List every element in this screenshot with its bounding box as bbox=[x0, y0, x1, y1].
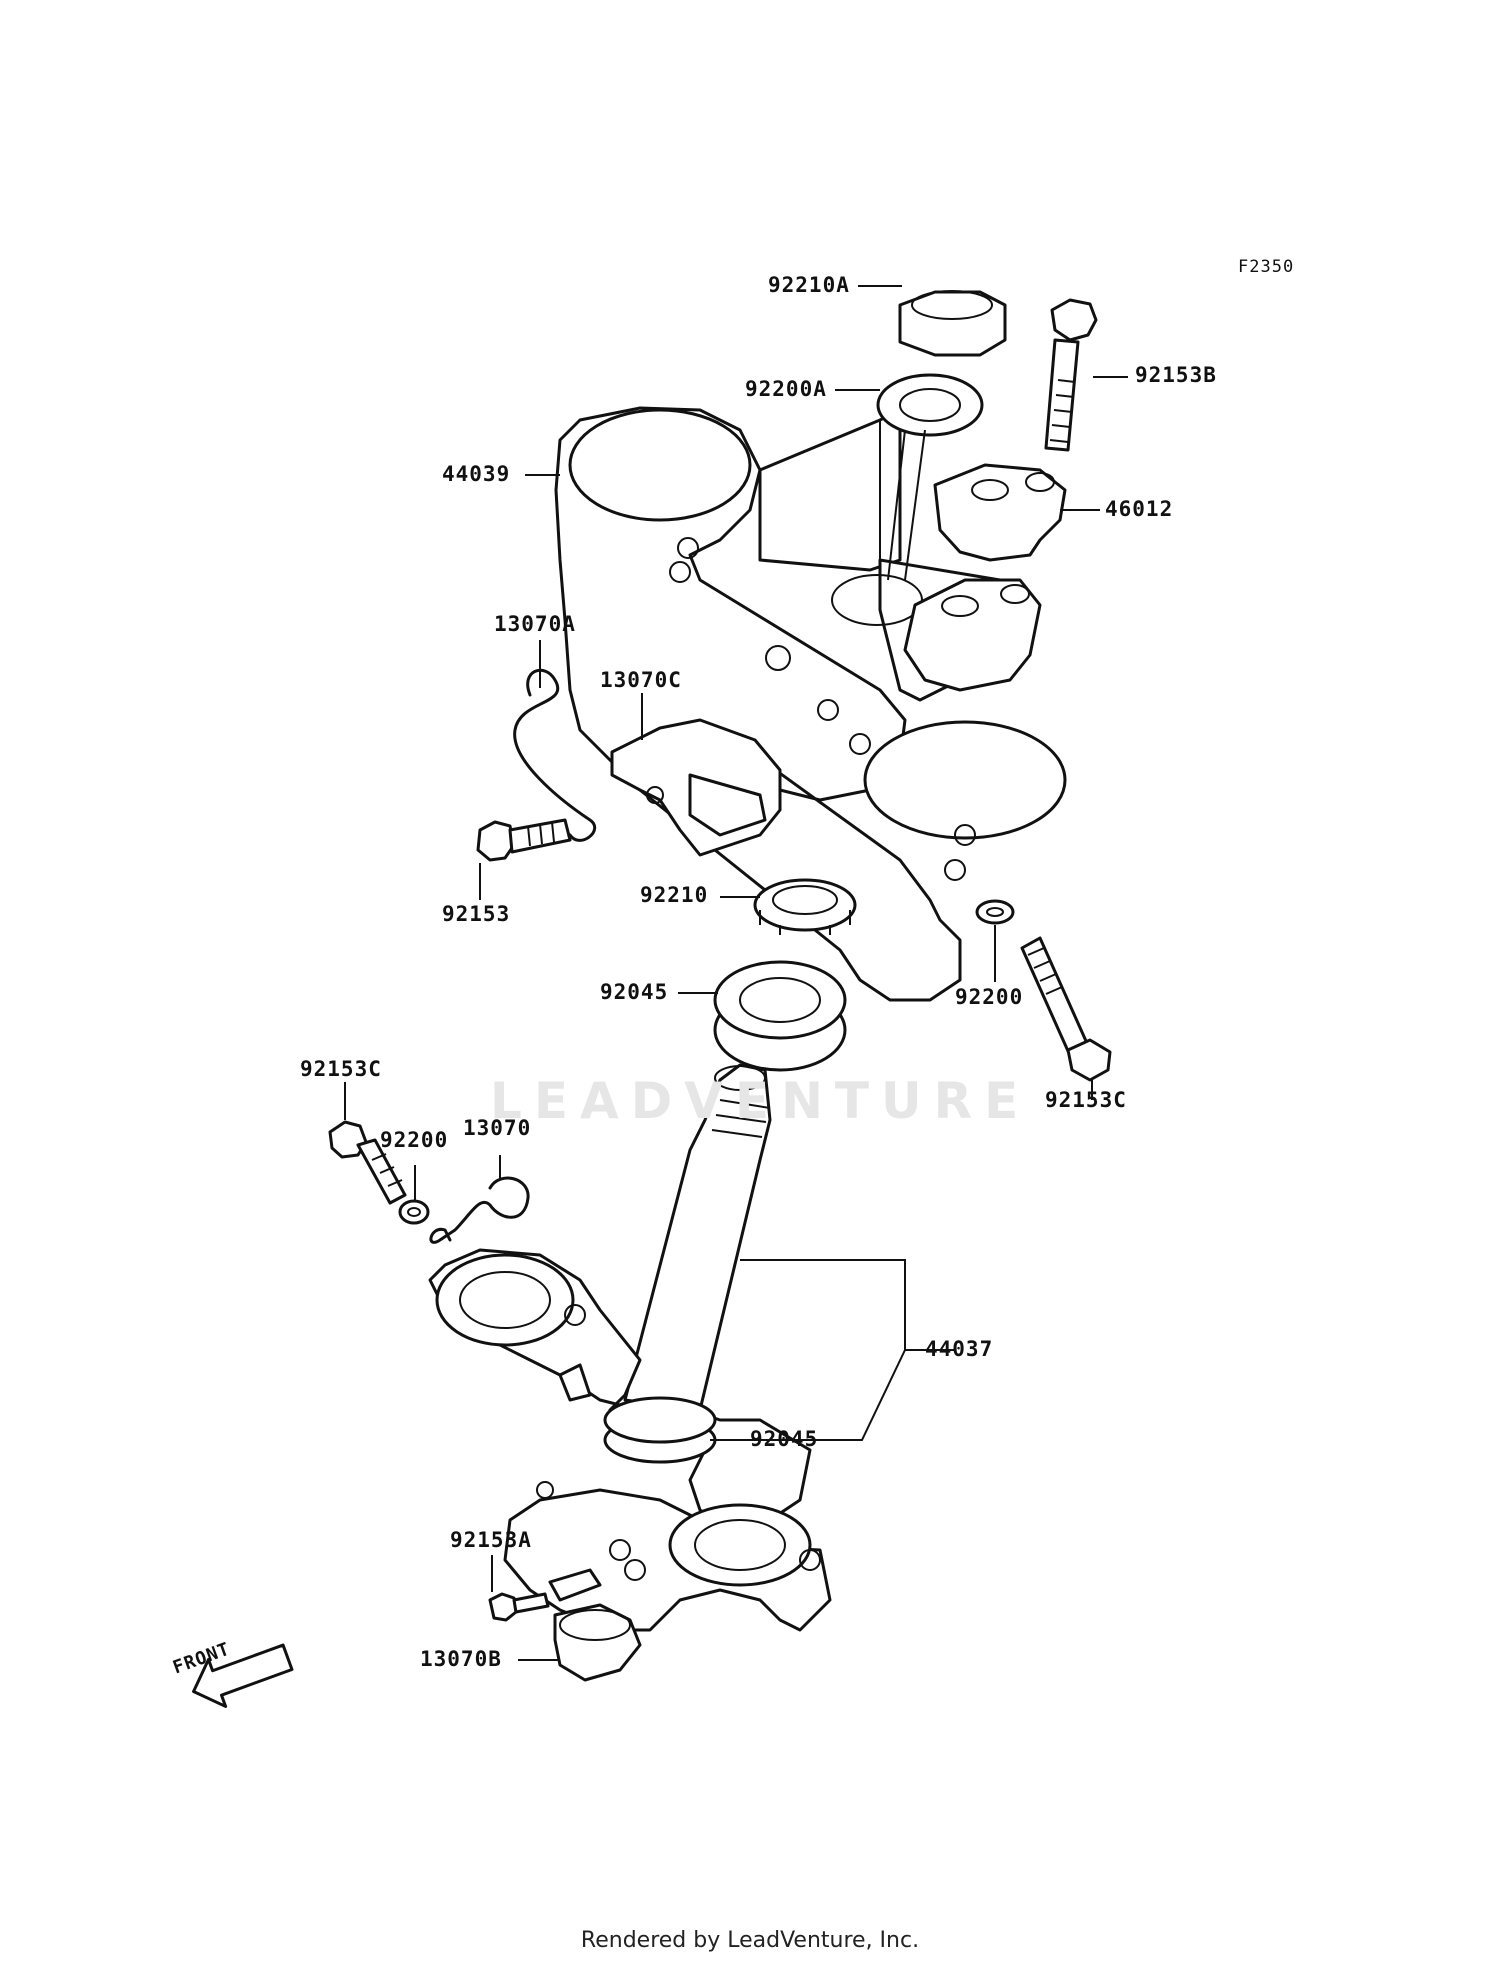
washer-92200A[interactable] bbox=[876, 373, 984, 581]
footer-credit: Rendered by LeadVenture, Inc. bbox=[580, 1928, 920, 1953]
label-92200-left[interactable]: 92200 bbox=[380, 1128, 449, 1152]
watermark: LEADVENTURE bbox=[490, 1072, 1031, 1130]
label-92153[interactable]: 92153 bbox=[442, 902, 511, 926]
label-44039[interactable]: 44039 bbox=[442, 462, 511, 486]
label-92153C-right[interactable]: 92153C bbox=[1045, 1088, 1127, 1112]
label-92153C-left[interactable]: 92153C bbox=[300, 1057, 382, 1081]
label-92153B[interactable]: 92153B bbox=[1135, 363, 1217, 387]
label-92200A[interactable]: 92200A bbox=[745, 377, 827, 401]
label-46012[interactable]: 46012 bbox=[1105, 497, 1174, 521]
label-13070[interactable]: 13070 bbox=[463, 1116, 532, 1140]
front-direction-arrow bbox=[192, 1643, 294, 1708]
bolt-92153C-left[interactable] bbox=[328, 1120, 407, 1205]
figure-code: F2350 bbox=[1238, 257, 1295, 277]
label-92210A[interactable]: 92210A bbox=[768, 273, 850, 297]
clip-13070B[interactable] bbox=[553, 1603, 642, 1682]
steering-stem-nut-92210A[interactable] bbox=[898, 290, 1007, 357]
label-92045-bottom[interactable]: 92045 bbox=[750, 1427, 819, 1451]
washer-92200-left[interactable] bbox=[398, 1199, 430, 1225]
handlebar-holder-46012[interactable] bbox=[903, 463, 1067, 692]
leader-lines bbox=[344, 285, 1128, 1661]
bolt-92153C-right[interactable] bbox=[1020, 936, 1112, 1082]
bearing-92045-top[interactable] bbox=[713, 960, 847, 1072]
label-44037[interactable]: 44037 bbox=[925, 1337, 994, 1361]
label-92200-right[interactable]: 92200 bbox=[955, 985, 1024, 1009]
bolt-92153[interactable] bbox=[476, 818, 572, 862]
steering-stem-lower-clamp-44037[interactable] bbox=[428, 1063, 832, 1632]
washer-92200-right[interactable] bbox=[975, 899, 1015, 925]
bolt-92153A[interactable] bbox=[488, 1568, 602, 1622]
label-13070C[interactable]: 13070C bbox=[600, 668, 682, 692]
label-13070A[interactable]: 13070A bbox=[494, 612, 576, 636]
bolt-92153B[interactable] bbox=[1044, 298, 1098, 452]
clamp-13070[interactable] bbox=[429, 1176, 530, 1244]
locknut-92210[interactable] bbox=[753, 878, 857, 935]
clamp-13070A[interactable] bbox=[513, 668, 597, 842]
label-92210[interactable]: 92210 bbox=[640, 883, 709, 907]
label-92045-top[interactable]: 92045 bbox=[600, 980, 669, 1004]
label-13070B[interactable]: 13070B bbox=[420, 1647, 502, 1671]
label-92153A[interactable]: 92153A bbox=[450, 1528, 532, 1552]
cable-guide-13070C[interactable] bbox=[610, 718, 782, 857]
